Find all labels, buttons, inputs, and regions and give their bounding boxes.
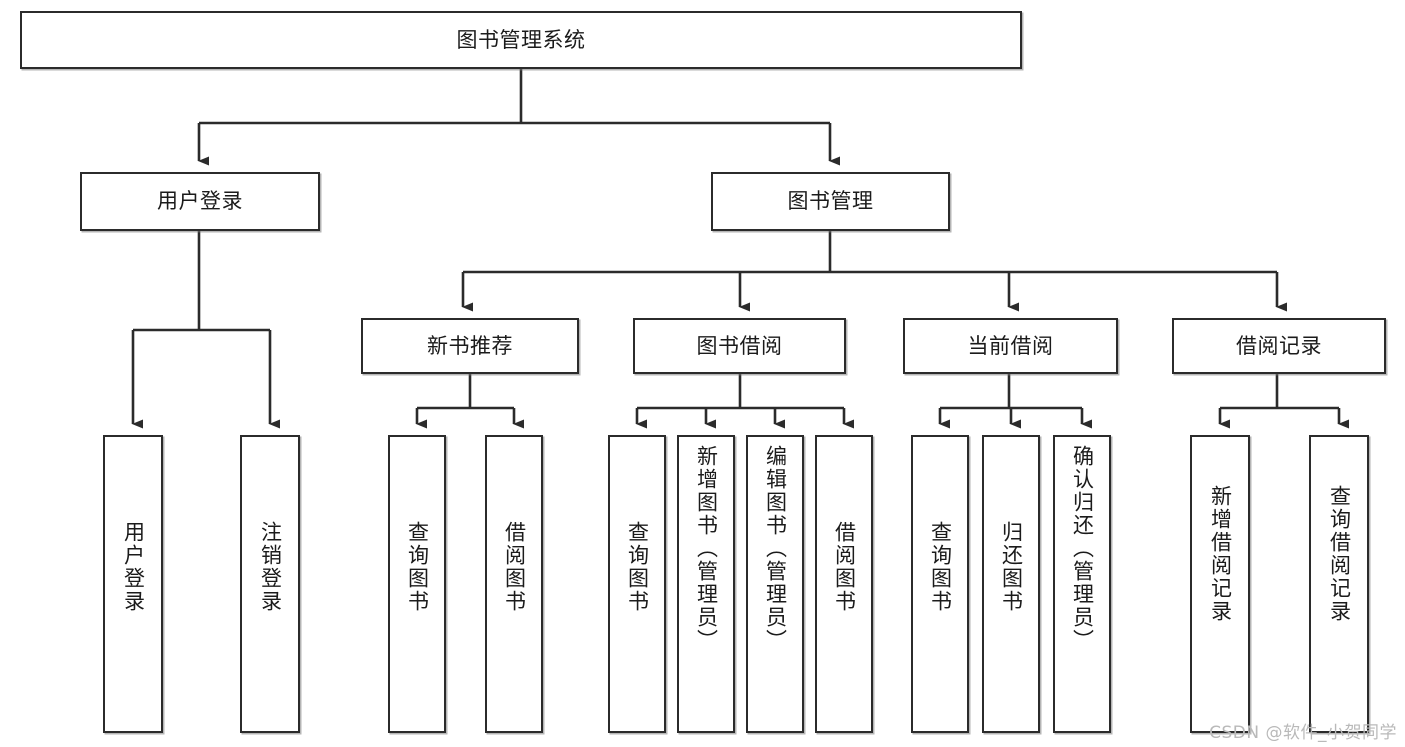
node-book-manage[interactable]: 图书管理: [711, 172, 950, 231]
node-root-图书管理系统[interactable]: 图书管理系统: [20, 11, 1022, 69]
node-label: 查询图书: [928, 521, 953, 613]
node-label: 借阅图书: [832, 521, 857, 613]
node-label: 新增图书（管理员）: [694, 445, 719, 652]
node-leaf-rec-borrow[interactable]: 借阅图书: [485, 435, 543, 733]
node-leaf-br-add[interactable]: 新增借阅记录: [1190, 435, 1250, 733]
node-new-book-rec[interactable]: 新书推荐: [361, 318, 579, 374]
node-leaf-user-logout[interactable]: 注销登录: [240, 435, 300, 733]
node-label: 归还图书: [999, 521, 1024, 613]
node-label: 查询图书: [405, 521, 430, 613]
node-label: 借阅图书: [502, 521, 527, 613]
node-label: 注销登录: [258, 521, 283, 613]
node-user-login[interactable]: 用户登录: [80, 172, 320, 231]
node-leaf-bb-add[interactable]: 新增图书（管理员）: [677, 435, 735, 733]
watermark-text: CSDN @软件_小贺同学: [1209, 723, 1397, 743]
node-leaf-cb-query[interactable]: 查询图书: [911, 435, 969, 733]
node-leaf-cb-return[interactable]: 归还图书: [982, 435, 1040, 733]
node-label: 查询图书: [625, 521, 650, 613]
node-leaf-bb-edit[interactable]: 编辑图书（管理员）: [746, 435, 804, 733]
node-label: 图书管理系统: [456, 27, 586, 52]
node-label: 新书推荐: [427, 333, 513, 358]
node-label: 查询借阅记录: [1327, 485, 1352, 623]
node-label: 确认归还（管理员）: [1070, 445, 1095, 652]
node-book-borrow[interactable]: 图书借阅: [633, 318, 846, 374]
node-label: 编辑图书（管理员）: [763, 445, 788, 652]
node-leaf-bb-borrow[interactable]: 借阅图书: [815, 435, 873, 733]
node-leaf-cb-confirm[interactable]: 确认归还（管理员）: [1053, 435, 1111, 733]
node-leaf-bb-query[interactable]: 查询图书: [608, 435, 666, 733]
node-label: 图书借阅: [696, 333, 783, 358]
node-label: 新增借阅记录: [1208, 485, 1233, 623]
node-leaf-rec-query[interactable]: 查询图书: [388, 435, 446, 733]
node-label: 借阅记录: [1236, 333, 1322, 358]
node-leaf-user-login[interactable]: 用户登录: [103, 435, 163, 733]
node-label: 用户登录: [121, 521, 146, 613]
node-label: 当前借阅: [967, 333, 1054, 358]
node-leaf-br-query[interactable]: 查询借阅记录: [1309, 435, 1369, 733]
node-label: 图书管理: [787, 189, 874, 214]
node-current-borrow[interactable]: 当前借阅: [903, 318, 1118, 374]
node-label: 用户登录: [157, 189, 243, 214]
node-borrow-record[interactable]: 借阅记录: [1172, 318, 1386, 374]
